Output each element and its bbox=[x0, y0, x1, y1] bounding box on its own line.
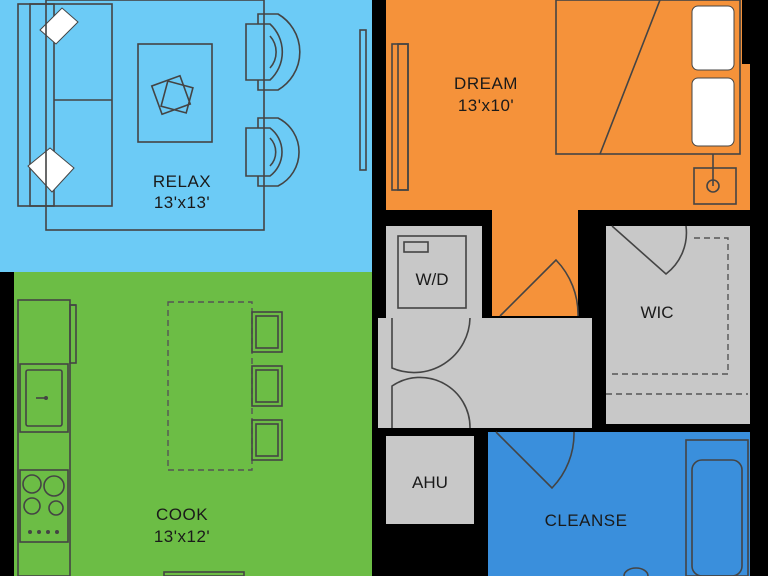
dream-size: 13'x10' bbox=[458, 96, 514, 115]
door-swing bbox=[391, 376, 471, 429]
tv-icon bbox=[359, 29, 367, 171]
hallway bbox=[378, 317, 592, 429]
armchair-icon bbox=[245, 13, 301, 91]
stool-icon bbox=[251, 365, 283, 407]
island-outline bbox=[167, 301, 253, 471]
wd-label: W/D bbox=[415, 270, 448, 289]
room-relax[interactable]: RELAX 13'x13' bbox=[0, 0, 372, 272]
relax-size: 13'x13' bbox=[154, 193, 210, 212]
door-swing bbox=[391, 317, 471, 374]
door-swing bbox=[495, 431, 575, 490]
rug-outline bbox=[45, 0, 265, 231]
toilet-icon bbox=[623, 567, 649, 576]
closet-rod-outline bbox=[612, 237, 729, 375]
room-wic[interactable]: WIC bbox=[606, 225, 750, 424]
stool-icon bbox=[251, 311, 283, 353]
room-cleanse[interactable]: CLEANSE bbox=[488, 431, 750, 576]
sofa-icon bbox=[17, 3, 113, 207]
door-swing bbox=[611, 225, 688, 276]
bathtub-icon bbox=[685, 439, 749, 576]
stool-icon bbox=[251, 419, 283, 461]
relax-label: RELAX bbox=[153, 172, 211, 191]
sink-icon bbox=[19, 363, 69, 433]
room-wd[interactable]: W/D bbox=[386, 226, 482, 318]
counter-outline bbox=[17, 299, 71, 576]
wic-label: WIC bbox=[640, 303, 673, 322]
door-swing bbox=[499, 258, 579, 317]
armchair-icon bbox=[245, 117, 300, 187]
room-dream[interactable]: DREAM 13'x10' bbox=[386, 0, 750, 317]
washer-dryer-icon bbox=[397, 235, 467, 309]
nightstand-icon bbox=[693, 154, 737, 205]
dream-label: DREAM bbox=[454, 74, 518, 93]
coffee-table-icon bbox=[137, 43, 213, 143]
dresser-icon bbox=[391, 43, 409, 191]
stove-icon bbox=[19, 469, 69, 543]
room-ahu[interactable]: AHU bbox=[386, 436, 474, 524]
bed-icon bbox=[555, 0, 741, 155]
cleanse-label: CLEANSE bbox=[545, 511, 628, 530]
room-cook[interactable]: COOK 13'x12' bbox=[14, 272, 372, 576]
cook-size: 13'x12' bbox=[154, 527, 210, 546]
cook-label: COOK bbox=[156, 505, 208, 524]
ahu-label: AHU bbox=[412, 473, 448, 492]
